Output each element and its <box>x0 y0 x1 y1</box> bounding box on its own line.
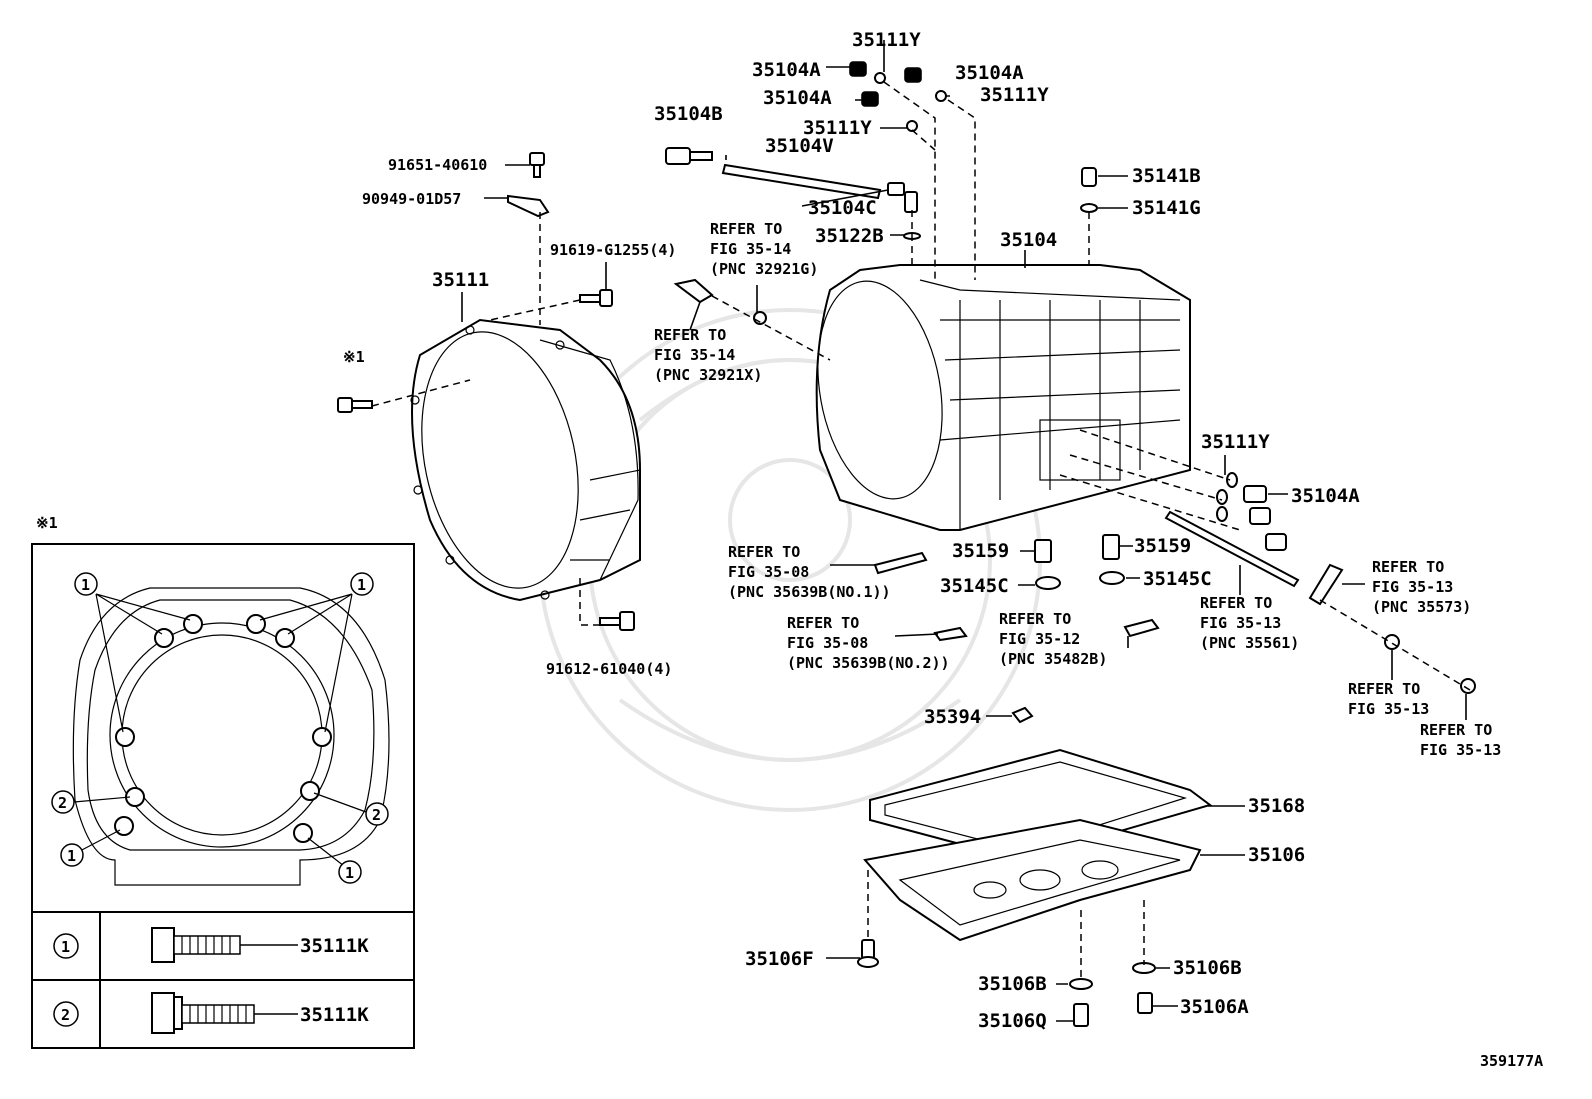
inset-bolt-holes <box>114 614 332 843</box>
oil-pan-gasket-35168[interactable] <box>869 748 1213 862</box>
callout-91651-40610: 91651-40610 <box>388 156 487 174</box>
callout-35394: 35394 <box>924 706 981 728</box>
callout-35106Q: 35106Q <box>978 1010 1047 1032</box>
inset-marker-1-d: 1 <box>338 860 362 884</box>
callout-35111: 35111 <box>432 269 489 291</box>
svg-text:1: 1 <box>81 576 90 594</box>
transmission-case-35104[interactable] <box>802 264 1191 531</box>
callout-35106: 35106 <box>1248 844 1305 866</box>
inset-marker-2-b: 2 <box>365 802 389 826</box>
callout-35104: 35104 <box>1000 229 1057 251</box>
callout-35111Y-right: 35111Y <box>1201 431 1270 453</box>
callout-mark-1: ※1 <box>343 348 365 366</box>
leader-lines <box>371 40 1471 1022</box>
oil-pan-35106[interactable] <box>863 818 1202 942</box>
inset-mark-1: ※1 <box>36 514 58 532</box>
callout-35104A-tl: 35104A <box>752 59 821 81</box>
inset-marker-1-a: 1 <box>74 572 98 596</box>
callout-35111Y-m: 35111Y <box>803 117 872 139</box>
callout-labels: 35111Y 35104A 35104A 35104A 35111Y 35111… <box>36 29 1543 1070</box>
inset-row-2-part: 35111K <box>300 1004 369 1026</box>
callout-35141G: 35141G <box>1132 197 1201 219</box>
svg-text:2: 2 <box>61 1006 70 1024</box>
svg-text:2: 2 <box>372 806 381 824</box>
callout-35104A-tr: 35104A <box>955 62 1024 84</box>
inset-marker-2-a: 2 <box>51 790 75 814</box>
svg-text:1: 1 <box>61 938 70 956</box>
inset-row-2: 2 35111K <box>53 992 369 1034</box>
callout-35111Y-top: 35111Y <box>852 29 921 51</box>
callout-35104B: 35104B <box>654 103 723 125</box>
callout-35106A: 35106A <box>1180 996 1249 1018</box>
inset-marker-1-c: 1 <box>60 843 84 867</box>
diagram-id: 359177A <box>1480 1052 1543 1070</box>
bell-housing-35111[interactable] <box>400 317 641 603</box>
callout-35106B-left: 35106B <box>978 973 1047 995</box>
callout-35111Y-r: 35111Y <box>980 84 1049 106</box>
inset-marker-1-b: 1 <box>350 572 374 596</box>
callout-35106B-right: 35106B <box>1173 957 1242 979</box>
callout-35141B: 35141B <box>1132 165 1201 187</box>
svg-text:2: 2 <box>58 794 67 812</box>
callout-90949-01D57: 90949-01D57 <box>362 190 461 208</box>
callout-35104V: 35104V <box>765 135 834 157</box>
callout-35104A-right: 35104A <box>1291 485 1360 507</box>
callout-35104C: 35104C <box>808 197 877 219</box>
callout-35145C-left: 35145C <box>940 575 1009 597</box>
callout-35159-left: 35159 <box>952 540 1009 562</box>
callout-35168: 35168 <box>1248 795 1305 817</box>
callout-35104A-ml: 35104A <box>763 87 832 109</box>
callout-35145C-right: 35145C <box>1143 568 1212 590</box>
inset-row-1-part: 35111K <box>300 935 369 957</box>
svg-text:1: 1 <box>67 847 76 865</box>
callout-35106F: 35106F <box>745 948 814 970</box>
inset-row-1: 1 35111K <box>53 927 369 963</box>
callout-91619-G1255: 91619-G1255(4) <box>550 241 676 259</box>
callout-91612-61040: 91612-61040(4) <box>546 660 672 678</box>
callout-35159-right: 35159 <box>1134 535 1191 557</box>
callout-35122B: 35122B <box>815 225 884 247</box>
svg-text:1: 1 <box>357 576 366 594</box>
svg-text:1: 1 <box>345 864 354 882</box>
inset-panel: 1 1 2 2 1 1 1 35111K 2 35111K <box>31 543 415 1049</box>
